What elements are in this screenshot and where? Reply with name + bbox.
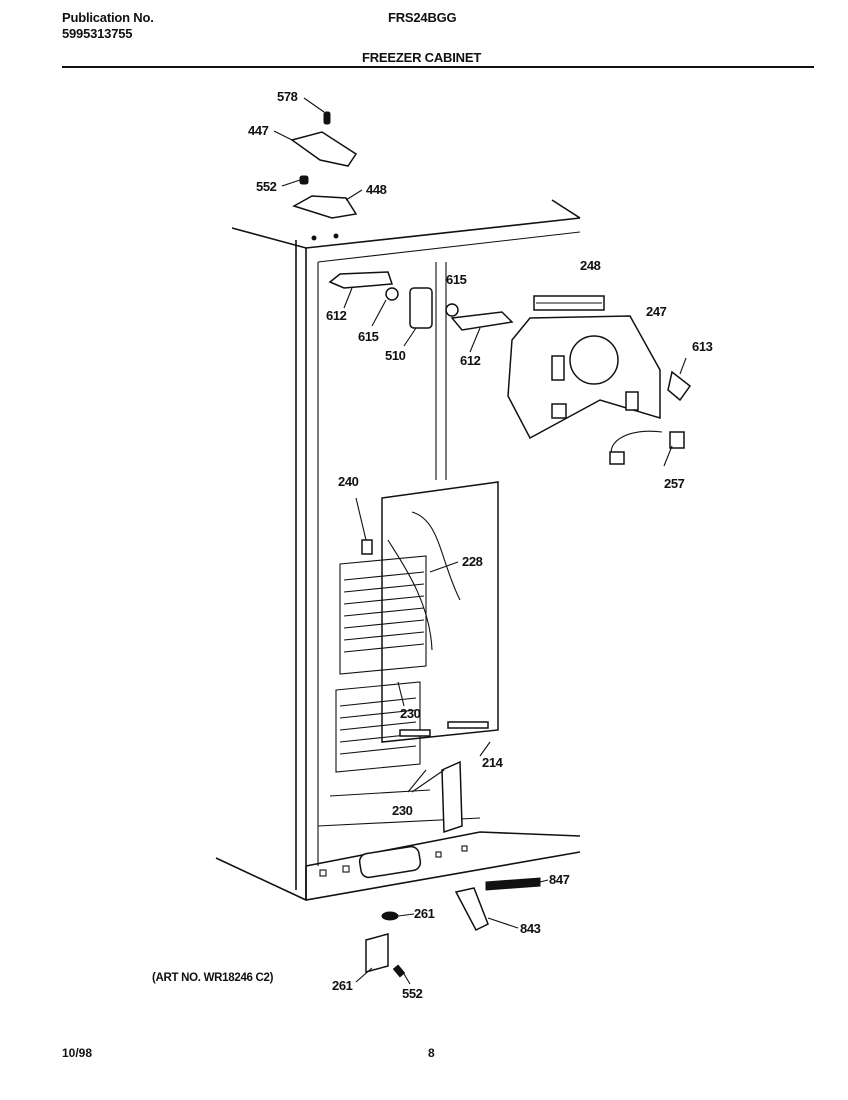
footer-date: 10/98 — [62, 1046, 93, 1060]
callout-578: 578 — [277, 89, 298, 104]
upper-brackets — [328, 271, 514, 353]
callout-240: 240 — [338, 474, 359, 489]
fan-housing — [507, 295, 692, 467]
callout-214: 214 — [482, 755, 504, 770]
callout-612-left: 612 — [326, 308, 347, 323]
callout-230-upper: 230 — [400, 706, 421, 721]
section-title: FREEZER CABINET — [362, 50, 482, 65]
callout-843: 843 — [520, 921, 541, 936]
callout-510: 510 — [385, 348, 406, 363]
callout-613: 613 — [692, 339, 713, 354]
callout-248: 248 — [580, 258, 601, 273]
callout-labels: 578 447 552 448 248 247 613 615 612 615 … — [248, 89, 713, 1001]
callout-261-left: 261 — [332, 978, 353, 993]
callout-847: 847 — [549, 872, 570, 887]
callout-615-left: 615 — [358, 329, 379, 344]
callout-261-right: 261 — [414, 906, 435, 921]
publication-number: 5995313755 — [62, 26, 133, 41]
page-number: 8 — [428, 1046, 435, 1060]
publication-label: Publication No. — [62, 10, 154, 25]
model-number: FRS24BGG — [388, 10, 457, 25]
callout-247: 247 — [646, 304, 667, 319]
top-hinge-assembly — [273, 97, 363, 219]
callout-552-bottom: 552 — [402, 986, 423, 1001]
callout-447: 447 — [248, 123, 269, 138]
callout-448: 448 — [366, 182, 387, 197]
callout-257: 257 — [664, 476, 685, 491]
callout-552-top: 552 — [256, 179, 277, 194]
callout-612-right: 612 — [460, 353, 481, 368]
callout-228: 228 — [462, 554, 483, 569]
cabinet-body — [215, 199, 581, 901]
header-rule — [62, 66, 814, 68]
evaporator-assembly — [335, 481, 499, 834]
callout-615-right: 615 — [446, 272, 467, 287]
bottom-parts — [355, 877, 549, 985]
art-number: (ART NO. WR18246 C2) — [152, 972, 274, 984]
callout-230-lower: 230 — [392, 803, 413, 818]
